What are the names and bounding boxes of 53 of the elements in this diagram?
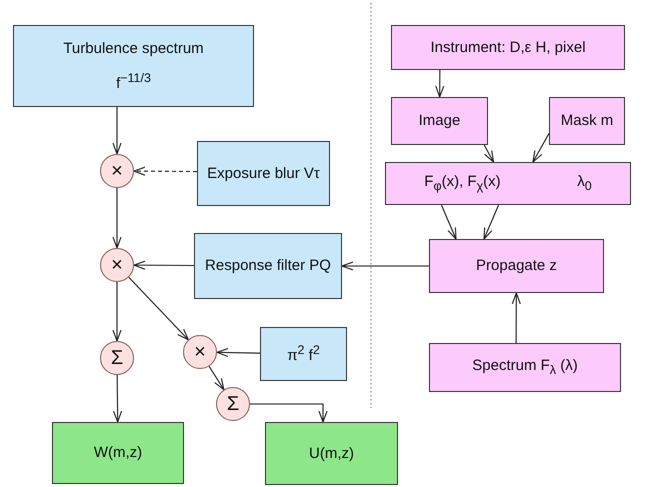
arrow (112, 188, 122, 249)
node-label: Exposure blur Vτ (207, 164, 320, 182)
node-label: W(m,z) (94, 444, 142, 462)
multiplier-circle (100, 154, 134, 188)
arrow (440, 204, 457, 240)
arrow (128, 276, 189, 340)
arrow (435, 70, 444, 98)
arrow (112, 282, 122, 342)
arrow (133, 166, 197, 176)
process-box (194, 233, 342, 299)
node-label: f$^{−11/3}$ (116, 70, 151, 92)
arrow (250, 403, 328, 423)
process-box (385, 162, 631, 205)
arrow (113, 375, 122, 423)
arrow (341, 261, 429, 271)
node-label: U(m,z) (309, 444, 354, 462)
node-label: Instrument: D,ε H, pixel (430, 38, 586, 56)
arrow (112, 107, 122, 155)
node-label: π$^{2}$ f$^{2}$ (287, 343, 320, 365)
operator-symbol: × (111, 254, 123, 276)
multiplier-circle (100, 248, 134, 282)
arrow (484, 144, 494, 163)
arrow (133, 260, 194, 270)
node-label: λ$_{0}$ (577, 173, 592, 194)
node-label: F$_{φ}$(x), F$_{χ}$(x) (424, 173, 501, 194)
process-box (13, 25, 254, 107)
node-label: Response filter PQ (205, 257, 331, 275)
process-box (260, 327, 347, 381)
arrow (512, 292, 521, 343)
operator-symbol: × (194, 340, 206, 364)
node-label: Propagate z (476, 257, 557, 275)
arrow (208, 366, 224, 390)
node-label: Spectrum F$_{λ}$ (λ) (472, 357, 578, 378)
process-box (429, 343, 621, 392)
node-label: Mask m (560, 112, 614, 130)
operator-symbol: Σ (226, 392, 240, 416)
process-box (391, 25, 625, 70)
node-label: Turbulence spectrum (63, 40, 204, 58)
process-box (391, 97, 488, 145)
process-box (429, 239, 604, 293)
process-box (197, 141, 330, 206)
process-box (549, 97, 625, 145)
output-box (265, 422, 398, 485)
arrow (216, 348, 260, 358)
arrow (532, 133, 550, 163)
multiplier-circle (183, 335, 217, 369)
operator-symbol: Σ (110, 346, 124, 370)
arrow (483, 204, 500, 240)
output-box (52, 422, 184, 484)
operator-symbol: × (111, 160, 123, 182)
summation-circle (216, 387, 250, 421)
node-label: Image (418, 112, 460, 130)
summation-circle (100, 341, 134, 375)
